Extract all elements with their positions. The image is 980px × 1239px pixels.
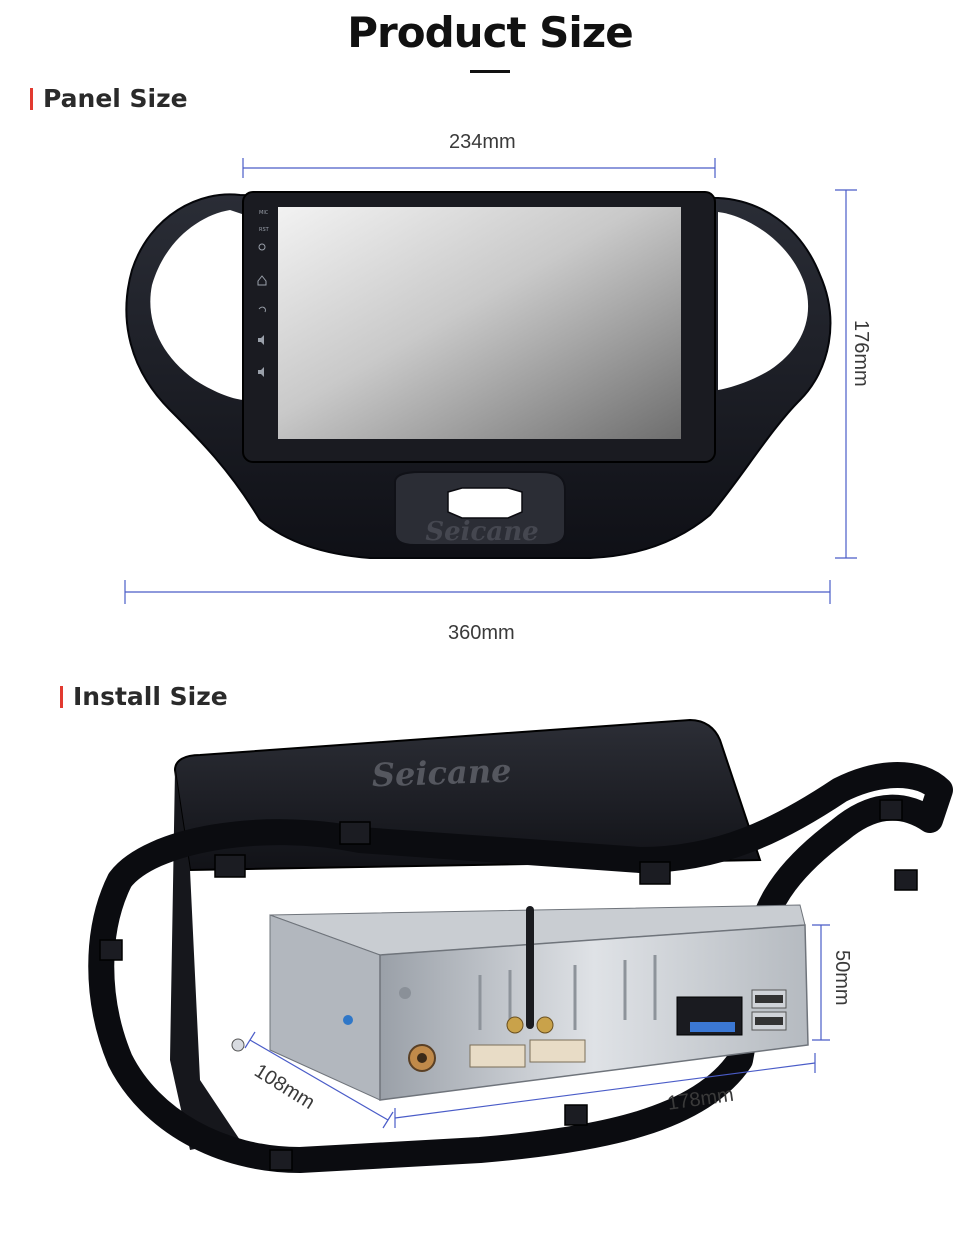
install-height-label: 50mm: [831, 950, 853, 1006]
panel-size-heading: Panel Size: [30, 84, 188, 113]
head-unit-screen: [278, 207, 681, 439]
page-title: Product Size: [347, 8, 634, 57]
title-underline: [470, 70, 510, 73]
chassis-back-details: [343, 955, 787, 1072]
panel-total-width-label: 360mm: [448, 622, 515, 644]
install-width-dimension-line: [394, 1053, 816, 1128]
install-brand-watermark: Seicane: [371, 752, 512, 795]
antenna: [506, 906, 554, 1034]
install-depth-dimension-line: [244, 1031, 394, 1129]
heading-accent-bar: [30, 87, 33, 110]
panel-height-dimension-line: [835, 189, 857, 559]
rst-label: RST: [259, 227, 270, 233]
console-slot: [447, 487, 523, 519]
mounting-frame: [88, 762, 953, 1173]
panel-size-heading-text: Panel Size: [43, 84, 188, 113]
install-height-dimension-line: [812, 924, 830, 1041]
frame-clips: [99, 799, 918, 1171]
panel-brand-watermark: Seicane: [425, 517, 538, 547]
install-size-heading: Install Size: [60, 682, 228, 711]
side-buttons: MIC RST: [257, 210, 270, 377]
panel-width-label: 234mm: [449, 131, 516, 153]
panel-width-dimension-line: [242, 158, 716, 178]
panel-total-width-dimension-line: [124, 580, 831, 604]
mic-label: MIC: [259, 210, 269, 216]
heading-accent-bar: [60, 685, 63, 708]
install-size-heading-text: Install Size: [73, 682, 228, 711]
